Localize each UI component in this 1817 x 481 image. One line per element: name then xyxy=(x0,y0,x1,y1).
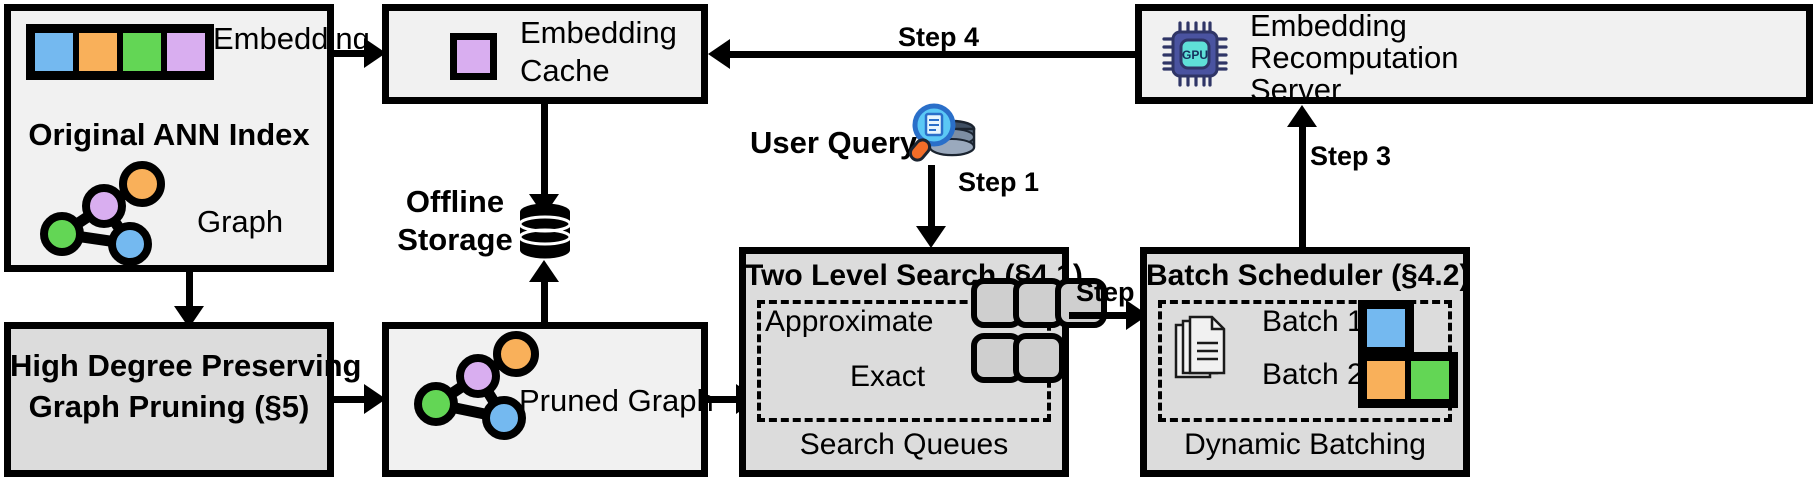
recomputation-server-line1: Embedding xyxy=(1250,8,1407,43)
user-query-label: User Query xyxy=(750,125,918,160)
batch-1-cell-blue xyxy=(1364,306,1408,350)
pruned-graph-box xyxy=(382,322,708,477)
embedding-cache-line1: Embedding xyxy=(520,15,677,50)
approximate-queue-slot-3 xyxy=(1055,278,1107,328)
graph-pruning-line2: Graph Pruning (§5) xyxy=(28,389,310,424)
batch-scheduler-title: Batch Scheduler (§4.2) xyxy=(1146,259,1470,292)
pruned-graph-illustration xyxy=(414,331,539,440)
step4-arrow-line xyxy=(730,51,1135,58)
step4-label: Step 4 xyxy=(898,22,980,52)
embedding-cache-box xyxy=(382,4,708,104)
arrow-pruning-to-pruned-head xyxy=(364,384,386,414)
approximate-label: Approximate xyxy=(765,305,934,338)
batch-1-label: Batch 1 xyxy=(1262,305,1364,338)
batch-1-cells xyxy=(1358,300,1414,356)
recomputation-server-box xyxy=(1135,4,1813,104)
step2-arrow-line xyxy=(1069,312,1131,319)
dynamic-batching-caption: Dynamic Batching xyxy=(1184,428,1426,461)
database-icon xyxy=(518,203,572,259)
embedding-cell-green xyxy=(120,30,164,74)
search-database-icon xyxy=(908,103,976,162)
offline-storage-line1: Offline xyxy=(405,184,505,219)
step3-label: Step 3 xyxy=(1310,141,1392,171)
embedding-cell-orange xyxy=(76,30,120,74)
embedding-label: Embedding xyxy=(213,21,370,56)
embedding-cell-blue xyxy=(32,30,76,74)
offline-storage-line2: Storage xyxy=(397,222,513,257)
recomputation-server-line3: Server xyxy=(1250,72,1342,107)
embedding-cache-line2: Cache xyxy=(520,53,610,88)
search-queues-caption: Search Queues xyxy=(799,428,1009,461)
arrow-pruned-to-storage-head xyxy=(529,260,559,282)
embedding-swatch-row xyxy=(26,24,214,80)
gpu-chip-icon: GPU xyxy=(1162,21,1228,87)
arrow-pruning-to-pruned-line xyxy=(334,396,366,403)
embedding-cell-purple xyxy=(164,30,208,74)
recomputation-server-line2: Recomputation xyxy=(1250,40,1459,75)
step1-arrow-line xyxy=(928,165,935,229)
exact-queue-slot-2 xyxy=(1013,333,1065,383)
arrow-cache-to-storage-line xyxy=(541,104,548,198)
arrow-index-to-pruning-line xyxy=(186,272,193,308)
step4-arrow-head xyxy=(708,39,730,69)
arrow-pruned-to-search-line xyxy=(708,396,740,403)
arrow-pruned-to-storage-line xyxy=(541,278,548,322)
documents-icon xyxy=(1174,315,1226,379)
pruned-graph-label: Pruned Graph xyxy=(519,383,714,418)
batch-2-label: Batch 2 xyxy=(1262,358,1364,391)
step3-arrow-head xyxy=(1287,105,1317,127)
step1-label: Step 1 xyxy=(958,167,1040,197)
arrow-index-to-cache-line xyxy=(334,50,366,57)
gpu-chip-icon-text: GPU xyxy=(1182,48,1208,62)
batch-2-cells xyxy=(1358,352,1458,408)
step1-arrow-head xyxy=(916,226,946,248)
exact-label: Exact xyxy=(850,360,926,393)
arrow-index-to-cache-head xyxy=(364,38,386,68)
step3-arrow-line xyxy=(1299,123,1306,247)
batch-2-cell-green xyxy=(1408,358,1452,402)
original-graph-illustration xyxy=(40,161,165,266)
graph-label: Graph xyxy=(197,204,284,239)
graph-pruning-line1: High Degree Preserving xyxy=(10,348,362,383)
batch-2-cell-orange xyxy=(1364,358,1408,402)
embedding-cache-icon xyxy=(450,33,497,80)
graph-pruning-box xyxy=(4,322,334,477)
original-ann-index-title: Original ANN Index xyxy=(28,117,310,152)
